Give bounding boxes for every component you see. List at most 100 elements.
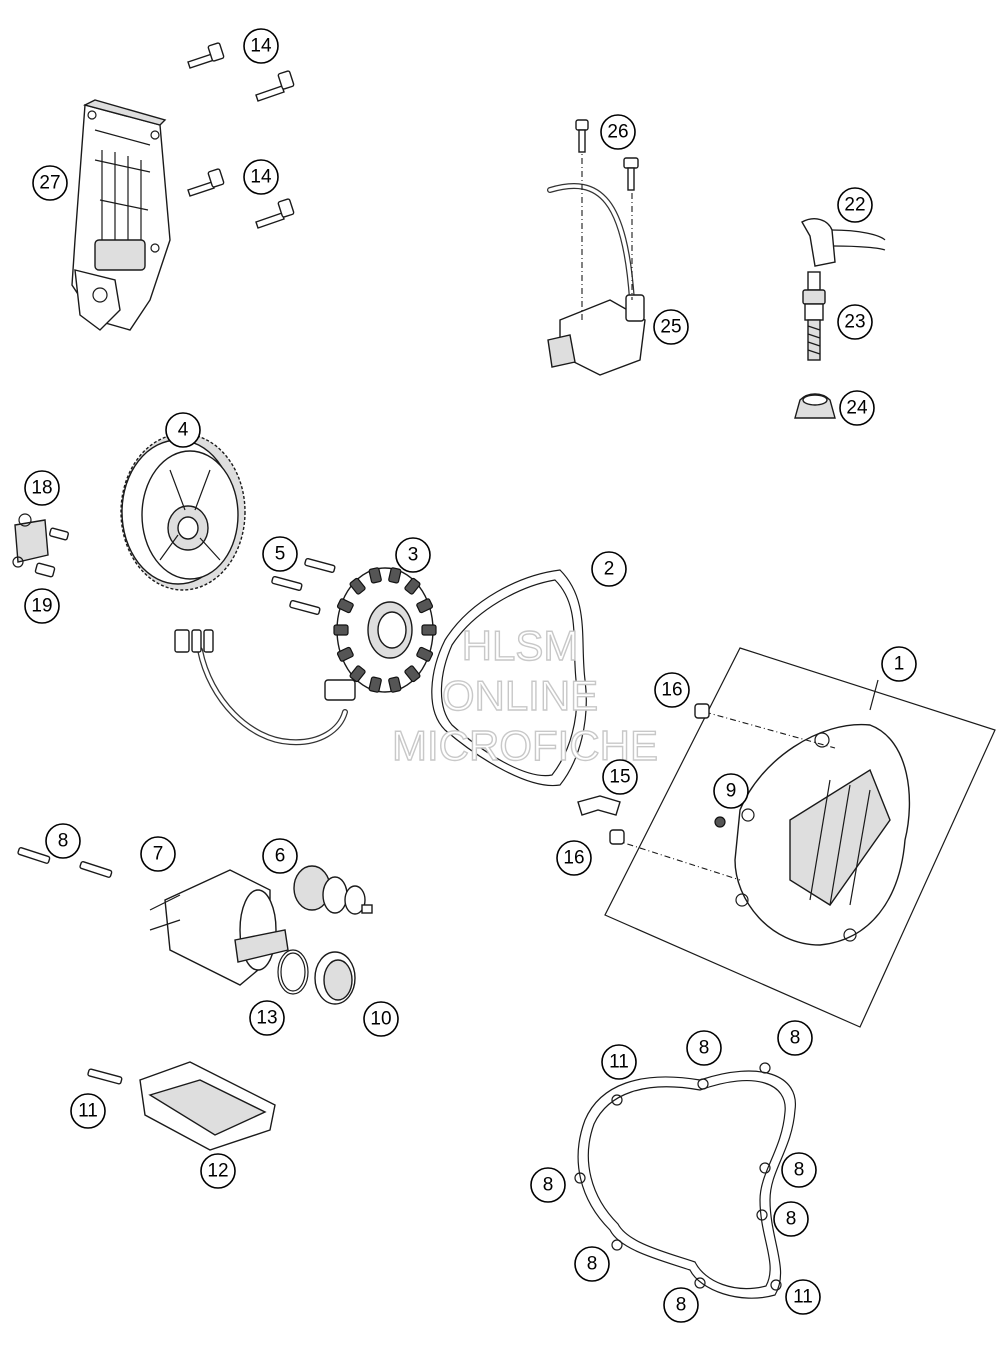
callout-13-text: 13 <box>256 1008 277 1029</box>
callout-10-text: 10 <box>370 1009 391 1030</box>
callout-1[interactable]: 1 <box>881 646 917 682</box>
callout-16b[interactable]: 16 <box>556 840 592 876</box>
stator-part-3 <box>174 567 437 746</box>
callout-10[interactable]: 10 <box>363 1001 399 1037</box>
callout-8f[interactable]: 8 <box>773 1201 809 1237</box>
callout-11a[interactable]: 11 <box>70 1093 106 1129</box>
callout-8e-text: 8 <box>794 1160 805 1181</box>
callout-23[interactable]: 23 <box>837 304 873 340</box>
bolt-part-11 <box>87 1068 123 1085</box>
starter-motor-part-7 <box>149 869 289 986</box>
callout-8b[interactable]: 8 <box>686 1030 722 1066</box>
stator-tooth <box>421 624 437 636</box>
callout-24[interactable]: 24 <box>839 390 875 426</box>
sensor-part-18 <box>12 513 69 568</box>
callout-14a-text: 14 <box>250 36 272 57</box>
callout-7-text: 7 <box>153 844 164 865</box>
callout-27-text: 27 <box>39 173 60 194</box>
bolt-part-26 <box>575 119 639 191</box>
stator-tooth <box>333 624 349 636</box>
callout-8e[interactable]: 8 <box>781 1152 817 1188</box>
callout-16a[interactable]: 16 <box>654 672 690 708</box>
dowel-part-16 <box>609 703 710 845</box>
stator-tooth <box>416 646 434 662</box>
watermark: HLSM ONLINE MICROFICHE <box>391 621 658 769</box>
callout-5[interactable]: 5 <box>262 536 298 572</box>
callout-3[interactable]: 3 <box>395 537 431 573</box>
callout-8a-text: 8 <box>58 831 69 852</box>
gasket-part-2 <box>431 569 587 787</box>
callout-8h-text: 8 <box>676 1295 687 1316</box>
callout-19-text: 19 <box>31 596 52 617</box>
ignition-cover-assembly-part-1 <box>604 647 996 1028</box>
plug-part-9 <box>714 816 726 828</box>
callout-4[interactable]: 4 <box>165 412 201 448</box>
callout-7[interactable]: 7 <box>140 836 176 872</box>
callout-8g[interactable]: 8 <box>574 1246 610 1282</box>
screw-14-set <box>187 42 295 229</box>
callout-9[interactable]: 9 <box>713 773 749 809</box>
callout-2-text: 2 <box>604 559 615 580</box>
callout-2[interactable]: 2 <box>591 551 627 587</box>
watermark-line-2: ONLINE <box>442 672 598 719</box>
callout-22[interactable]: 22 <box>837 187 873 223</box>
stator-tooth <box>349 577 366 595</box>
callout-8d-text: 8 <box>543 1175 554 1196</box>
bolts-part-8 <box>17 847 113 878</box>
callout-6-text: 6 <box>275 846 286 867</box>
callout-11b[interactable]: 11 <box>601 1044 637 1080</box>
callout-3-text: 3 <box>408 545 419 566</box>
callout-26[interactable]: 26 <box>600 114 636 150</box>
spark-plug-part-23 <box>802 271 826 361</box>
callout-14b-text: 14 <box>250 167 272 188</box>
stator-tooth <box>404 577 421 595</box>
callout-8d[interactable]: 8 <box>530 1167 566 1203</box>
guard-part-12 <box>139 1061 276 1151</box>
callout-11a-text: 11 <box>78 1101 98 1122</box>
callout-8f-text: 8 <box>786 1209 797 1230</box>
callout-labels: 14 14 27 26 22 23 25 24 4 18 19 5 3 2 1 … <box>24 28 917 1323</box>
callout-8h[interactable]: 8 <box>663 1287 699 1323</box>
callout-11c[interactable]: 11 <box>785 1279 821 1315</box>
stator-tooth <box>404 665 421 683</box>
bushing-part-10 <box>314 951 356 1005</box>
callout-11b-text: 11 <box>609 1052 629 1073</box>
callout-14b[interactable]: 14 <box>243 159 279 195</box>
stator-tooth <box>336 598 354 614</box>
callout-25-text: 25 <box>660 317 681 338</box>
callout-27[interactable]: 27 <box>32 165 68 201</box>
callout-11c-text: 11 <box>793 1287 813 1308</box>
callout-12[interactable]: 12 <box>200 1153 236 1189</box>
watermark-line-1: HLSM <box>462 622 579 669</box>
callout-26-text: 26 <box>607 122 628 143</box>
callout-15[interactable]: 15 <box>602 759 638 795</box>
o-ring-part-13 <box>277 949 309 995</box>
callout-14a[interactable]: 14 <box>243 28 279 64</box>
callout-9-text: 9 <box>726 781 737 802</box>
callout-23-text: 23 <box>844 312 865 333</box>
callout-19[interactable]: 19 <box>24 588 60 624</box>
callout-8a[interactable]: 8 <box>45 823 81 859</box>
callout-8c[interactable]: 8 <box>777 1020 813 1056</box>
clip-part-15 <box>577 795 621 816</box>
stator-tooth <box>336 646 354 662</box>
stator-tooth <box>349 665 366 683</box>
ignition-coil-part-25 <box>547 145 646 376</box>
callout-13[interactable]: 13 <box>249 1000 285 1036</box>
callout-18[interactable]: 18 <box>24 470 60 506</box>
callout-25[interactable]: 25 <box>653 309 689 345</box>
callout-4-text: 4 <box>178 420 189 441</box>
callout-16a-text: 16 <box>661 680 682 701</box>
stator-tooth <box>388 676 402 693</box>
spark-plug-cap-part-22 <box>801 218 886 267</box>
callout-16b-text: 16 <box>563 848 584 869</box>
callout-8b-text: 8 <box>699 1038 710 1059</box>
callout-8g-text: 8 <box>587 1254 598 1275</box>
callout-12-text: 12 <box>207 1161 228 1182</box>
cap-part-24 <box>794 393 836 419</box>
callout-6[interactable]: 6 <box>262 838 298 874</box>
callout-22-text: 22 <box>844 195 865 216</box>
bolts-part-5 <box>271 557 336 615</box>
callout-8c-text: 8 <box>790 1028 801 1049</box>
